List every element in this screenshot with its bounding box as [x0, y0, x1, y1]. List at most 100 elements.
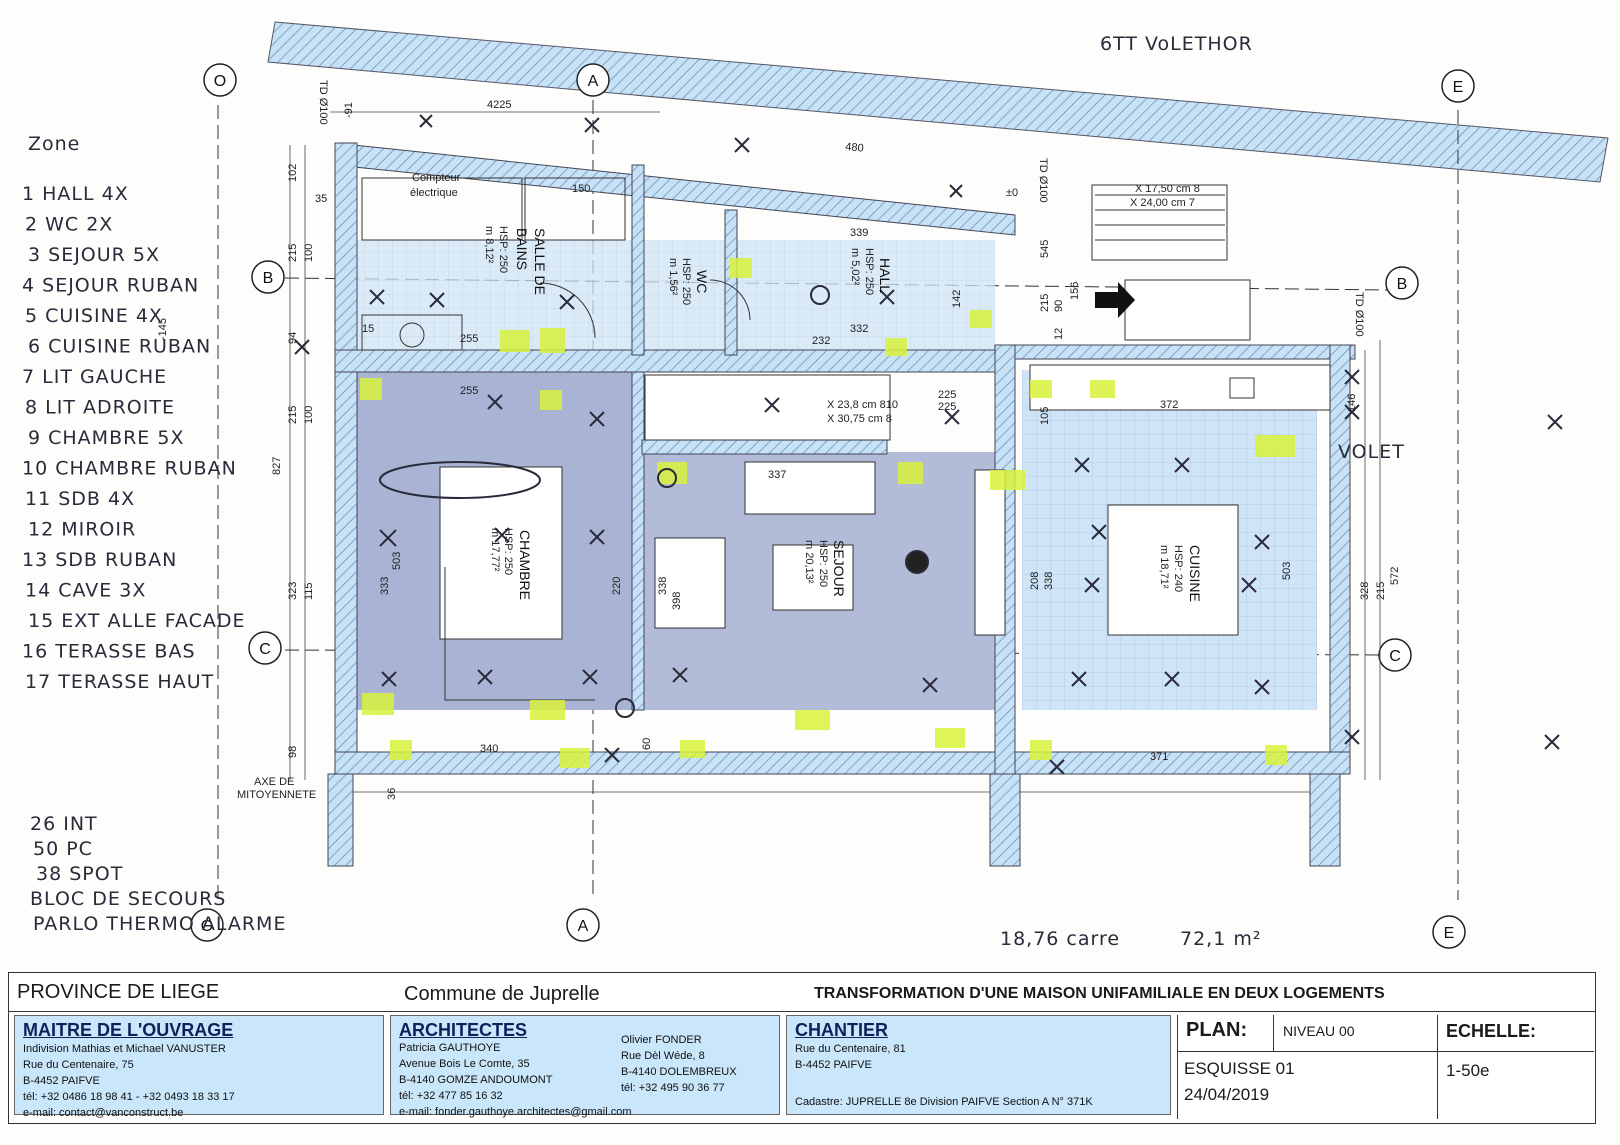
volet-note: VOLET [1338, 441, 1405, 463]
td-label-1: TD Ø100 [317, 80, 329, 125]
svg-text:X 30,75 cm 8: X 30,75 cm 8 [827, 413, 892, 425]
axis-o-bottom: O [190, 908, 224, 942]
room-chambre: CHAMBRE [517, 530, 533, 600]
svg-text:328: 328 [1359, 582, 1371, 600]
maitre-line: e-mail: contact@vanconstruct.be [23, 1107, 184, 1119]
svg-text:102: 102 [287, 164, 299, 182]
svg-text:m 20,13²: m 20,13² [803, 540, 815, 584]
axis-o-top: O [203, 63, 237, 97]
svg-text:12: 12 [1053, 328, 1065, 340]
svg-text:100: 100 [303, 244, 315, 262]
svg-text:332: 332 [850, 323, 868, 335]
axis-c-right: C [1378, 638, 1412, 672]
axis-b-right: B [1385, 266, 1419, 300]
svg-text:371: 371 [1150, 751, 1168, 763]
svg-text:372: 372 [1160, 399, 1178, 411]
axis-e-bottom: E [1432, 915, 1466, 949]
zone-item: 6 CUISINE RUBAN [28, 336, 211, 358]
zone-item: 16 TERASSE BAS [22, 641, 196, 663]
total-item: BLOC DE SECOURS [30, 888, 226, 910]
room-labels: SALLE DE BAINS HSP: 250 m 8,12² WC HSP: … [483, 226, 1203, 602]
architectes-title: ARCHITECTES [399, 1020, 528, 1040]
compteur-label: Compteur [412, 172, 461, 184]
cadastre: Cadastre: JUPRELLE 8e Division PAIFVE Se… [795, 1096, 1093, 1108]
svg-text:1 HALL 4X2 WC 2X3 SEJOUR 5X4 S: 1 HALL 4X2 WC 2X3 SEJOUR 5X4 SEJOUR RUBA… [22, 183, 246, 693]
zone-item: 8 LIT ADROITE [25, 397, 175, 419]
svg-text:215: 215 [287, 244, 299, 262]
axis-label-c: C [259, 641, 271, 658]
svg-text:X 23,8 cm 810: X 23,8 cm 810 [827, 399, 898, 411]
svg-text:503: 503 [1281, 562, 1293, 580]
architect-left: Patricia GAUTHOYE Avenue Bois Le Comte, … [399, 1042, 632, 1118]
svg-text:TD Ø100: TD Ø100 [317, 80, 329, 125]
echelle-info: ECHELLE: 1-50e [1437, 1015, 1594, 1119]
svg-text:98: 98 [287, 746, 299, 758]
axis-label-o: O [214, 73, 226, 90]
room-sejour: SEJOUR [831, 540, 847, 597]
svg-text:électrique: électrique [410, 187, 458, 199]
zone-item: 14 CAVE 3X [25, 580, 146, 602]
zone-item: 17 TERASSE HAUT [25, 671, 214, 693]
svg-text:CHAMBRE: CHAMBRE [517, 530, 533, 600]
svg-text:-145: -145 [157, 318, 169, 340]
echelle-value: 1-50e [1446, 1061, 1490, 1080]
zone-title: Zone [28, 133, 80, 155]
svg-text:232: 232 [812, 335, 830, 347]
entrance-arrow [1095, 282, 1135, 318]
svg-text:94: 94 [287, 332, 299, 344]
fixtures [361, 177, 1331, 701]
svg-text:105: 105 [1039, 407, 1051, 425]
svg-text:m 17,77²: m 17,77² [489, 528, 501, 572]
esquisse: ESQUISSE 01 [1184, 1059, 1295, 1078]
svg-text:18,76 carre: 18,76 carre [1000, 928, 1120, 950]
svg-text:338: 338 [1043, 572, 1055, 590]
svg-text:VOLET: VOLET [1338, 441, 1405, 463]
svg-text:35: 35 [315, 193, 327, 205]
zone-item: 12 MIROIR [28, 519, 136, 541]
svg-text:339: 339 [850, 227, 868, 239]
svg-text:-91: -91 [343, 102, 355, 118]
svg-text:Compteur: Compteur [412, 172, 461, 184]
svg-text:36: 36 [386, 788, 398, 800]
architect-right: Olivier FONDER Rue Dèl Wéde, 8 B-4140 DO… [621, 1034, 737, 1094]
area-note: 18,76 carre [1000, 928, 1120, 950]
svg-text:90: 90 [1053, 300, 1065, 312]
maitre-line: Indivision Mathias et Michael VANUSTER [23, 1043, 226, 1055]
svg-text:HSP: 250: HSP: 250 [502, 528, 514, 575]
svg-text:150: 150 [572, 183, 590, 195]
svg-text:255: 255 [460, 385, 478, 397]
spot-marks [294, 114, 1563, 775]
svg-text:m 5,02²: m 5,02² [849, 248, 861, 286]
svg-text:SEJOUR: SEJOUR [831, 540, 847, 597]
axis-label-e: E [1453, 79, 1464, 96]
svg-text:HSP: 250: HSP: 250 [863, 248, 875, 295]
svg-text:215: 215 [287, 406, 299, 424]
room-wc: WC [694, 270, 710, 293]
svg-text:X 17,50 cm 8: X 17,50 cm 8 [1135, 183, 1200, 195]
axis-label-a: A [578, 918, 589, 935]
axis-label-a: A [588, 73, 599, 90]
echelle-label: ECHELLE: [1446, 1021, 1536, 1041]
svg-text:CUISINE: CUISINE [1187, 545, 1203, 602]
svg-text:340: 340 [480, 743, 498, 755]
chantier-box: CHANTIER Rue du Centenaire, 81 B-4452 PA… [786, 1015, 1171, 1115]
zone-item: 4 SEJOUR RUBAN [22, 275, 199, 297]
axis-label-c: C [1389, 648, 1401, 665]
zone-item: 10 CHAMBRE RUBAN [22, 458, 237, 480]
boundary-wall [267, 21, 1609, 183]
plan-date: 24/04/2019 [1184, 1085, 1270, 1104]
svg-text:TD Ø100: TD Ø100 [1037, 158, 1049, 203]
svg-text:323: 323 [287, 582, 299, 600]
dimension-texts: 4225 480 102 215 100 94 827 215 100 323 … [157, 99, 1401, 800]
axis-a-bottom: A [566, 908, 600, 942]
svg-text:142: 142 [951, 290, 963, 308]
commune: Commune de Juprelle [404, 983, 600, 1005]
svg-text:HSP: 250: HSP: 250 [680, 258, 692, 305]
svg-text:HSP: 250: HSP: 250 [817, 540, 829, 587]
plan-level: NIVEAU 00 [1283, 1023, 1355, 1039]
svg-text:338: 338 [657, 577, 669, 595]
svg-text:MITOYENNETE: MITOYENNETE [237, 789, 316, 801]
svg-text:480: 480 [845, 141, 864, 155]
